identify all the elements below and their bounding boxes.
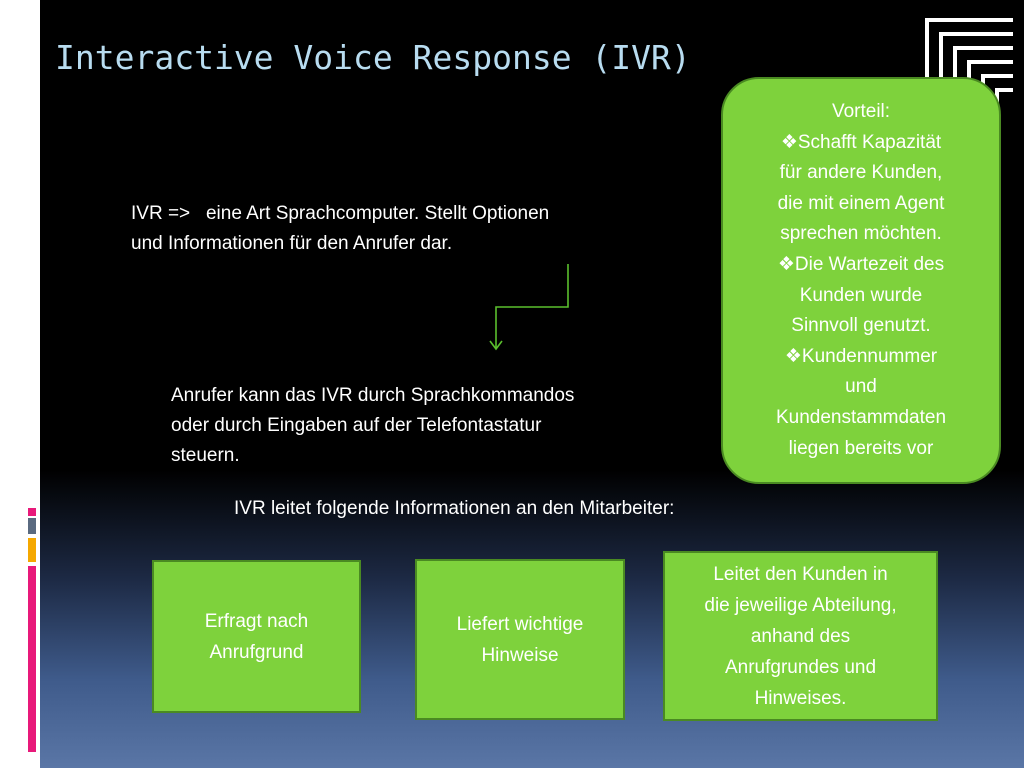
slide-title: Interactive Voice Response (IVR) [55, 38, 691, 77]
strip-bar-pink [28, 566, 36, 752]
advantages-line: die mit einem Agent [777, 192, 945, 214]
info-box-line: Erfragt nach [204, 610, 309, 632]
advantages-heading: Vorteil: [831, 101, 891, 122]
advantages-line: ❖Kundennummer [784, 345, 938, 367]
advantages-line: ❖Schafft Kapazität [780, 131, 942, 153]
info-box-hints: Liefert wichtige Hinweise [415, 559, 625, 720]
control-line-1: Anrufer kann das IVR durch Sprachkommand… [171, 385, 575, 406]
info-box-line: anhand des [750, 625, 851, 647]
info-box-line: Hinweises. [754, 687, 847, 709]
advantages-line: Sinnvoll genutzt. [791, 315, 931, 337]
elbow-arrow-down-icon [489, 264, 569, 351]
control-line-3: steuern. [171, 445, 240, 466]
intro-line-1: IVR => eine Art Sprachcomputer. Stellt O… [131, 203, 550, 224]
forwarding-heading: IVR leitet folgende Informationen an den… [234, 498, 675, 519]
advantages-line: und [845, 376, 877, 398]
advantages-line: für andere Kunden, [779, 162, 943, 184]
left-decorative-strip [0, 0, 40, 768]
info-box-line: Leitet den Kunden in [713, 563, 888, 585]
info-box-line: Anrufgrundes und [724, 656, 877, 678]
advantages-callout: Vorteil: ❖Schafft Kapazität für andere K… [721, 77, 1001, 484]
advantages-line: ❖Die Wartezeit des [777, 253, 945, 275]
control-line-2: oder durch Eingaben auf der Telefontasta… [171, 415, 542, 436]
info-box-line: Liefert wichtige [456, 613, 584, 635]
info-box-line: die jeweilige Abteilung, [704, 594, 897, 616]
strip-bar-pink-top [28, 508, 36, 516]
advantages-line: Kundenstammdaten [775, 406, 947, 428]
info-box-line: Anrufgrund [209, 641, 304, 663]
info-box-line: Hinweise [481, 644, 559, 666]
advantages-line: sprechen möchten. [780, 223, 942, 245]
advantages-line: Kunden wurde [799, 284, 923, 306]
strip-bar-gray [28, 518, 36, 534]
info-box-reason: Erfragt nach Anrufgrund [152, 560, 361, 713]
strip-bar-orange [28, 538, 36, 562]
intro-line-2: und Informationen für den Anrufer dar. [131, 233, 453, 254]
advantages-line: liegen bereits vor [788, 437, 934, 459]
info-box-routing: Leitet den Kunden in die jeweilige Abtei… [663, 551, 938, 721]
intro-text: IVR => eine Art Sprachcomputer. Stellt O… [131, 199, 549, 259]
control-text: Anrufer kann das IVR durch Sprachkommand… [171, 381, 574, 471]
